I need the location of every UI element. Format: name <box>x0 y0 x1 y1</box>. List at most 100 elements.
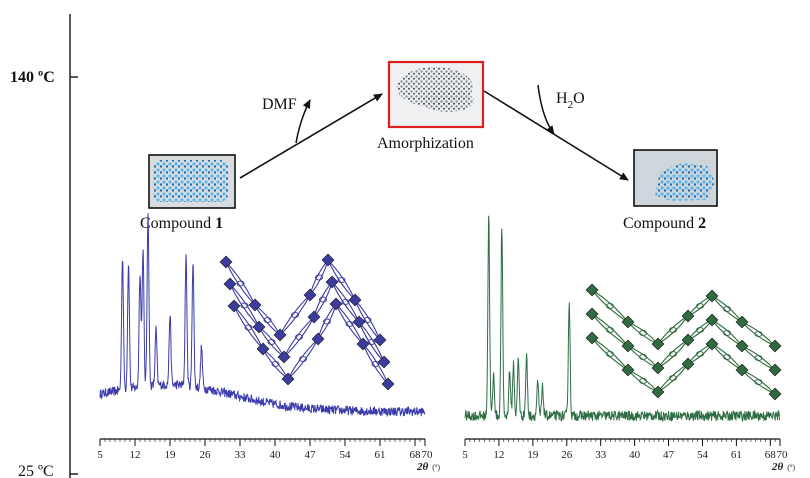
framework-ring <box>696 327 704 333</box>
framework-node <box>311 332 325 346</box>
compound-2-photo <box>655 163 715 201</box>
compound-2-framework <box>585 283 782 401</box>
framework-linker <box>279 294 311 336</box>
compound-2-sample: Compound 2 <box>623 149 718 232</box>
framework-node <box>356 337 370 351</box>
pxrd-tick-label: 26 <box>561 449 573 461</box>
framework-ring <box>606 327 614 333</box>
framework-linker <box>287 338 319 380</box>
framework-node <box>681 309 695 323</box>
amorphous-sample: Amorphization <box>377 60 485 152</box>
framework-ring <box>315 274 323 281</box>
pxrd-trace-compound-2 <box>464 215 781 423</box>
pxrd-tick-label: 26 <box>200 449 212 461</box>
framework-node <box>735 363 749 377</box>
framework-node <box>621 363 635 377</box>
framework-node <box>705 337 719 351</box>
dmf-release-arrow <box>295 99 311 144</box>
framework-linker <box>317 303 337 340</box>
pxrd-tick-label: 47 <box>305 449 317 461</box>
framework-ring <box>639 354 647 360</box>
framework-node <box>681 357 695 371</box>
framework-node <box>735 315 749 329</box>
framework-ring <box>367 339 376 345</box>
framework-linker <box>741 345 776 371</box>
framework-linker <box>687 343 713 365</box>
pxrd-x-label-compound-2: 2θ(º) <box>771 461 795 473</box>
framework-ring <box>319 296 327 303</box>
framework-linker <box>687 319 713 341</box>
framework-node <box>277 350 291 364</box>
compound-1-label: Compound 1 <box>140 215 223 232</box>
pxrd-tick-label: 33 <box>235 449 247 461</box>
framework-node <box>329 297 343 311</box>
framework-ring <box>606 351 614 357</box>
framework-ring <box>236 280 245 287</box>
pxrd-tick-label: 40 <box>270 449 282 461</box>
framework-linker <box>627 369 659 393</box>
framework-node <box>681 333 695 347</box>
framework-ring <box>341 299 350 305</box>
framework-linker <box>283 316 315 358</box>
pxrd-tick-label: 68 <box>765 449 777 461</box>
framework-ring <box>639 330 647 336</box>
framework-linker <box>313 281 333 318</box>
framework-linker <box>741 369 776 395</box>
pxrd-tick-label: 5 <box>97 449 103 461</box>
framework-ring <box>371 361 380 367</box>
framework-node <box>377 355 391 369</box>
framework-node <box>735 339 749 353</box>
framework-linker <box>283 316 315 358</box>
pxrd-tick-label: 5 <box>462 449 468 461</box>
pxrd-tick-label: 33 <box>595 449 607 461</box>
framework-node <box>303 288 317 302</box>
pxrd-tick-label: 12 <box>493 449 504 461</box>
framework-ring <box>754 379 763 385</box>
framework-linker <box>313 281 333 318</box>
framework-ring <box>337 277 346 283</box>
framework-linker <box>309 259 329 296</box>
framework-node <box>705 313 719 327</box>
pxrd-x-label-compound-1: 2θ(º) <box>416 461 440 473</box>
framework-node <box>585 307 599 321</box>
framework-node <box>651 385 665 399</box>
framework-linker <box>741 345 776 371</box>
framework-node <box>219 255 233 269</box>
compound-1-sample: Compound 1 <box>140 154 236 232</box>
framework-ring <box>754 331 763 337</box>
framework-linker <box>741 321 776 347</box>
framework-node <box>227 299 241 313</box>
framework-node <box>651 337 665 351</box>
pxrd-tick-label: 19 <box>527 449 539 461</box>
pxrd-tick-label: 68 <box>410 449 422 461</box>
framework-node <box>373 333 387 347</box>
framework-node <box>273 328 287 342</box>
framework-ring <box>696 351 704 357</box>
arrow-to-compound-2 <box>483 90 629 181</box>
framework-linker <box>627 345 659 369</box>
framework-node <box>352 315 366 329</box>
framework-linker <box>687 295 713 317</box>
framework-ring <box>363 317 372 323</box>
framework-node <box>621 339 635 353</box>
pxrd-tick-label: 12 <box>130 449 141 461</box>
pxrd-tick-label: 61 <box>375 449 386 461</box>
framework-ring <box>754 355 763 361</box>
framework-ring <box>244 324 253 331</box>
framework-node <box>768 339 782 353</box>
framework-ring <box>723 330 731 336</box>
framework-node <box>381 377 395 391</box>
framework-node <box>585 283 599 297</box>
framework-node <box>256 342 270 356</box>
pxrd-tick-label: 40 <box>629 449 641 461</box>
pxrd-tick-label: 70 <box>422 449 434 461</box>
framework-node <box>768 363 782 377</box>
framework-node <box>281 372 295 386</box>
framework-node <box>223 277 237 291</box>
framework-node <box>252 320 266 334</box>
framework-linker <box>687 295 713 317</box>
